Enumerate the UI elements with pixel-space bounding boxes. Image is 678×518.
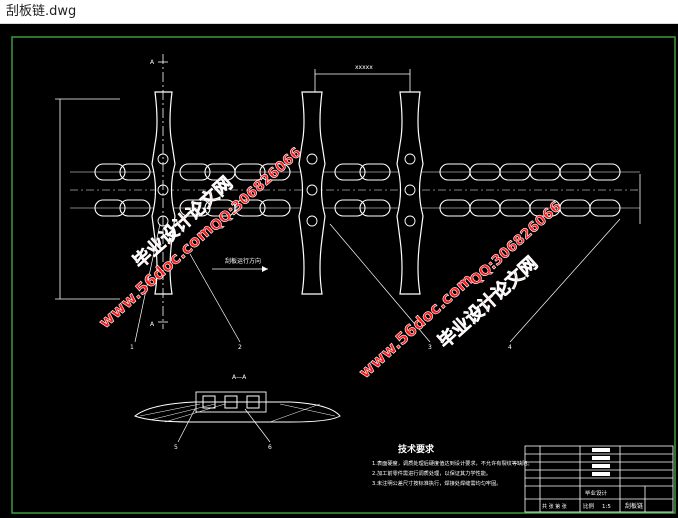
notes-title: 技术要求 [398, 443, 435, 455]
section-label-bottom: A [150, 321, 155, 328]
section-label-top: A [150, 59, 155, 66]
direction-label: 刮板运行方向 [225, 257, 261, 265]
window-title: 刮板链.dwg [6, 4, 77, 19]
notes-line-1: 1.表面硬度，调质处理后硬度值达到设计要求，不允许有裂纹等缺陷。 [372, 459, 533, 467]
title-block [524, 445, 674, 513]
dimension-text: xxxxx [355, 64, 373, 71]
section-line [158, 54, 168, 329]
leader-lines [134, 218, 621, 443]
scraper-flight-2 [298, 91, 326, 295]
section-view-label: A—A [232, 374, 247, 381]
scraper-flight-1 [151, 91, 176, 295]
title-block-scale-label: 比例 [583, 502, 595, 510]
title-block-scale: 1:5 [602, 504, 611, 510]
scraper-flights [151, 91, 424, 295]
title-block-school: 毕业设计 [585, 489, 608, 497]
callout-1: 1 [130, 344, 134, 351]
notes-line-2: 2.加工前零件需进行调质处理，以保证其力学性能。 [372, 469, 491, 477]
title-block-drawing-name: 刮板链 [625, 502, 643, 510]
callout-6: 6 [268, 444, 272, 451]
scraper-flight-3 [396, 91, 424, 295]
cad-drawing: xxxxx [11, 36, 676, 514]
section-view [134, 391, 341, 423]
notes-line-3: 3.未注明公差尺寸按标准执行，焊接处焊缝需均匀牢固。 [372, 479, 501, 487]
callout-4: 4 [508, 344, 512, 351]
title-block-sheet: 共 张 第 张 [542, 503, 567, 510]
callout-2: 2 [238, 344, 242, 351]
drawing-frame [11, 36, 676, 514]
title-bar: 刮板链.dwg [0, 0, 678, 24]
callout-3: 3 [428, 344, 432, 351]
title-block-fills [592, 448, 610, 476]
direction-arrowhead [262, 266, 268, 272]
drawing-canvas[interactable]: xxxxx [0, 24, 678, 518]
callout-5: 5 [174, 444, 178, 451]
